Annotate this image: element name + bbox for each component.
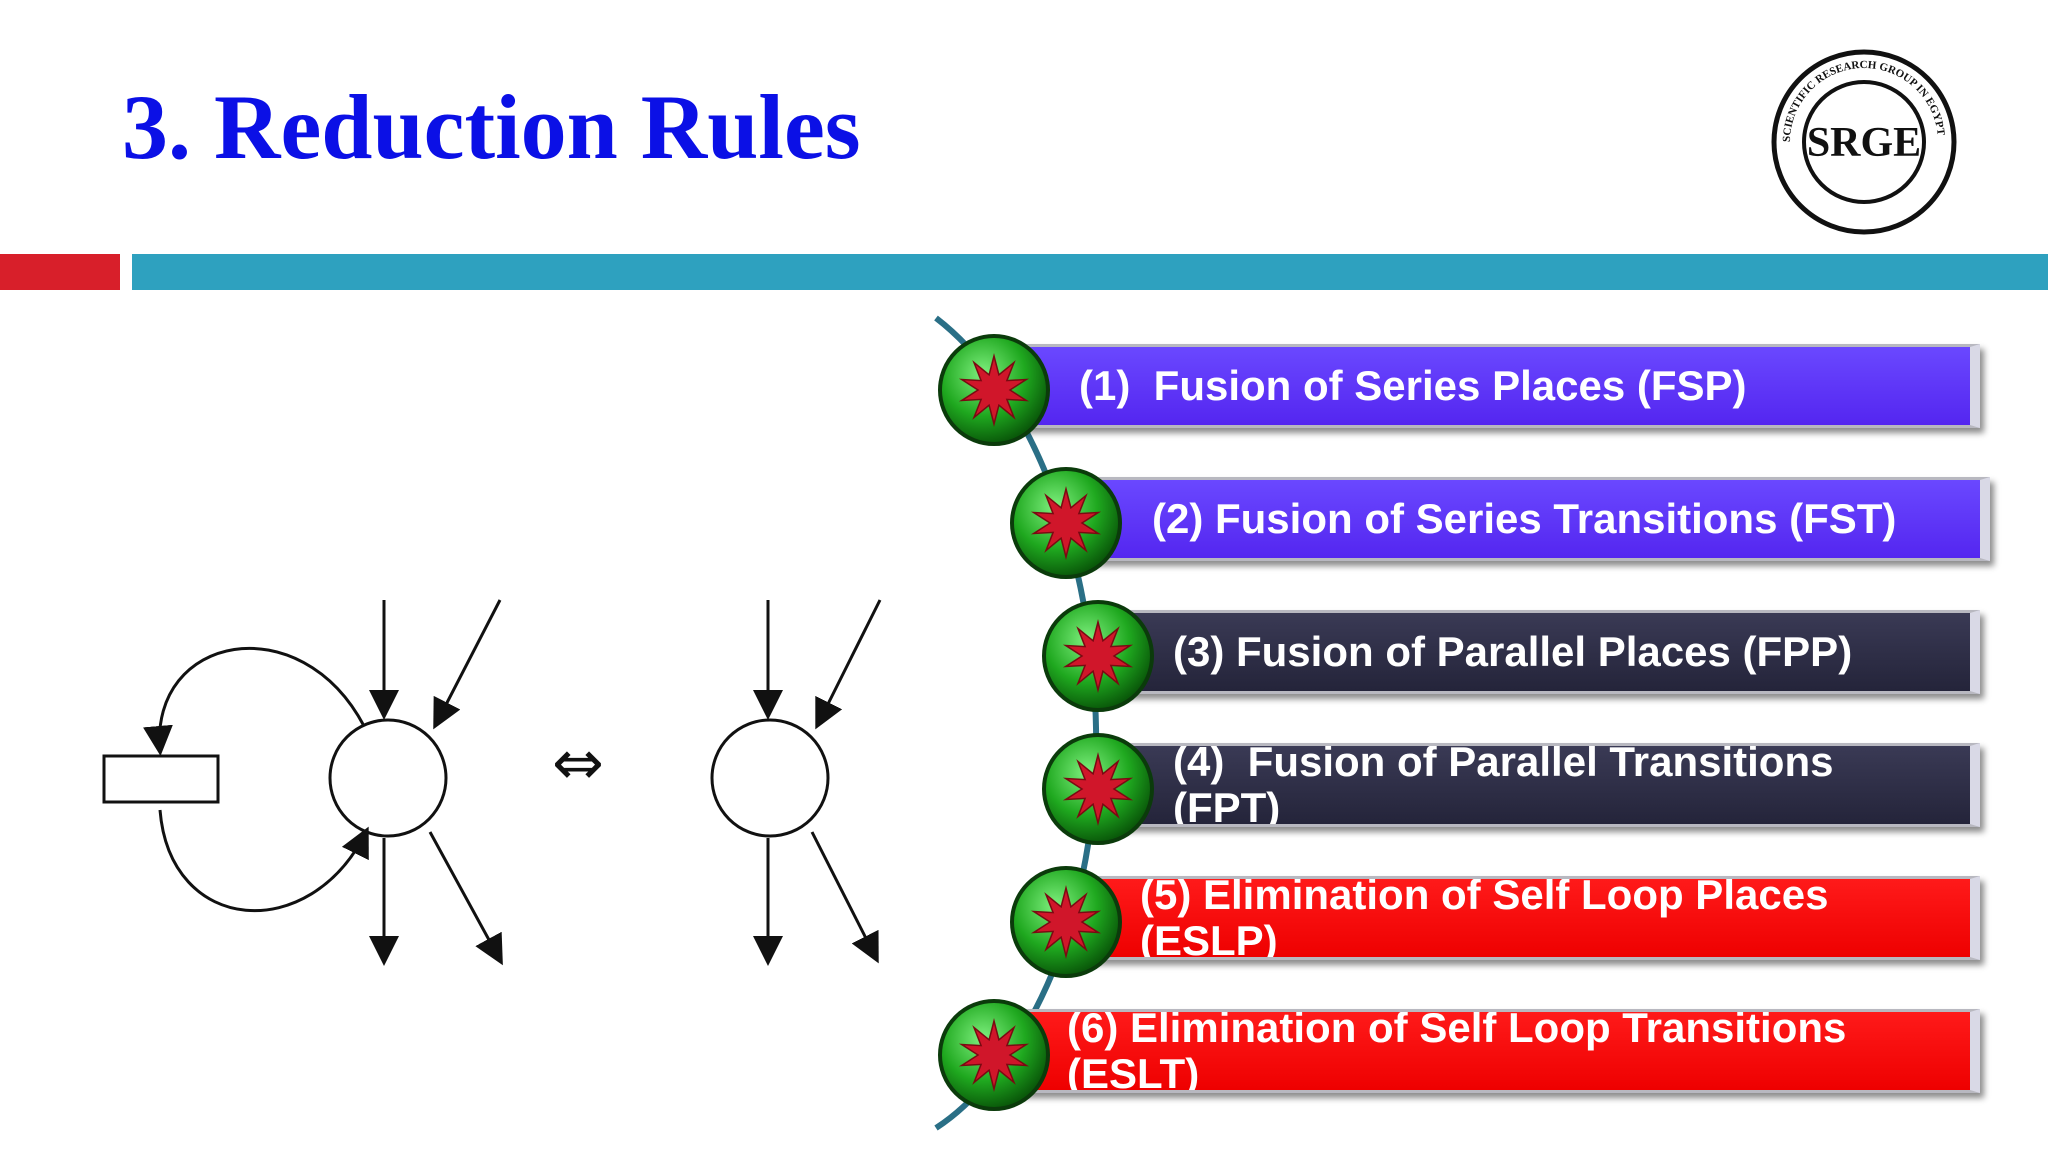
rule-item-2: (2) Fusion of Series Transitions (FST)	[1083, 477, 1990, 561]
transition-box	[102, 754, 220, 804]
self-loop-arc-top	[143, 646, 366, 756]
place-circle-left	[328, 718, 448, 838]
star-bullet-icon	[1010, 467, 1122, 579]
output-arc-2	[428, 831, 503, 966]
star-bullet-icon	[1010, 866, 1122, 978]
rule-label: (1) Fusion of Series Places (FSP)	[1079, 362, 1747, 409]
rule-label: (3) Fusion of Parallel Places (FPP)	[1173, 628, 1853, 675]
logo-text: SRGE	[1807, 120, 1921, 166]
star-bullet-icon	[1042, 600, 1154, 712]
rule-item-5: (5) Elimination of Self Loop Places (ESL…	[1075, 876, 1980, 960]
equivalence-arrow-icon: ⇔	[552, 726, 604, 799]
header-bar-teal	[132, 254, 2048, 290]
input-arc-4	[815, 599, 882, 730]
rule-item-1: (1) Fusion of Series Places (FSP)	[1010, 344, 1980, 428]
self-loop-reduction-figure: ⇔	[102, 599, 882, 966]
input-arc-2	[433, 599, 502, 730]
rule-label: (5) Elimination of Self Loop Places (ESL…	[1140, 876, 1829, 960]
rule-item-4: (4) Fusion of Parallel Transitions (FPT)	[1108, 743, 1980, 827]
rule-label: (4) Fusion of Parallel Transitions (FPT)	[1173, 743, 1834, 827]
header-bar-red	[0, 254, 120, 290]
place-circle-right	[710, 718, 830, 838]
rule-label: (2) Fusion of Series Transitions (FST)	[1152, 495, 1897, 542]
rule-item-3: (3) Fusion of Parallel Places (FPP)	[1108, 610, 1980, 694]
srge-logo: SCIENTIFIC RESEARCH GROUP IN EGYPT SRGE	[1771, 49, 1957, 235]
rule-item-6: (6) Elimination of Self Loop Transitions…	[1000, 1009, 1980, 1093]
star-bullet-icon	[938, 334, 1050, 446]
rule-label: (6) Elimination of Self Loop Transitions…	[1067, 1009, 1847, 1093]
star-bullet-icon	[1042, 733, 1154, 845]
self-loop-arc-bottom	[158, 809, 369, 913]
output-arc-4	[810, 831, 879, 964]
star-bullet-icon	[938, 999, 1050, 1111]
slide-title: 3. Reduction Rules	[122, 76, 861, 178]
